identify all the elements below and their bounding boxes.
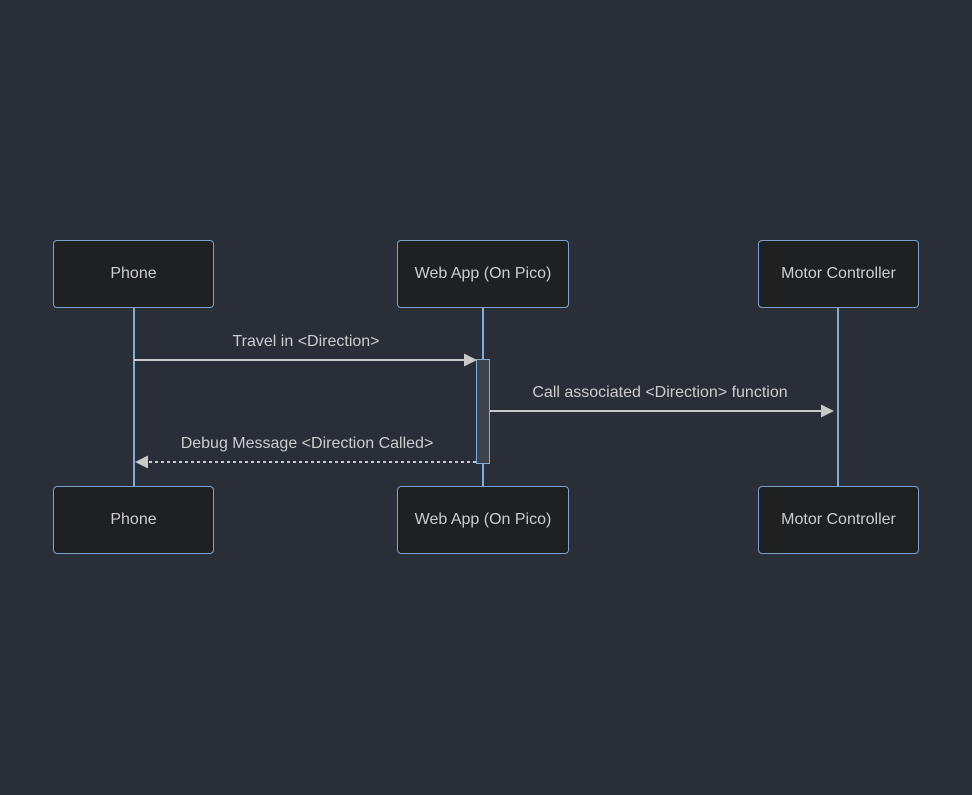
message-3-label: Debug Message <Direction Called> <box>180 435 434 452</box>
actor-label-phone-bottom: Phone <box>110 511 157 528</box>
lifeline-motor <box>837 308 839 486</box>
actor-label-motor-top: Motor Controller <box>781 265 896 282</box>
actor-label-webapp-bottom: Web App (On Pico) <box>414 511 552 528</box>
message-2-arrowhead <box>821 404 834 418</box>
message-1-label: Travel in <Direction> <box>232 333 380 350</box>
actor-label-motor-bottom: Motor Controller <box>781 511 896 528</box>
message-3-arrowhead <box>135 455 148 469</box>
actor-box-webapp-bottom: Web App (On Pico) <box>397 486 569 554</box>
message-2-label: Call associated <Direction> function <box>532 384 788 401</box>
actor-box-motor-top: Motor Controller <box>758 240 919 308</box>
actor-label-webapp-top: Web App (On Pico) <box>414 265 552 282</box>
activation-bar-webapp <box>476 359 490 464</box>
actor-label-phone-top: Phone <box>110 265 157 282</box>
actor-box-motor-bottom: Motor Controller <box>758 486 919 554</box>
actor-box-phone-bottom: Phone <box>53 486 214 554</box>
actor-box-phone-top: Phone <box>53 240 214 308</box>
lifeline-phone <box>133 308 135 486</box>
actor-box-webapp-top: Web App (On Pico) <box>397 240 569 308</box>
